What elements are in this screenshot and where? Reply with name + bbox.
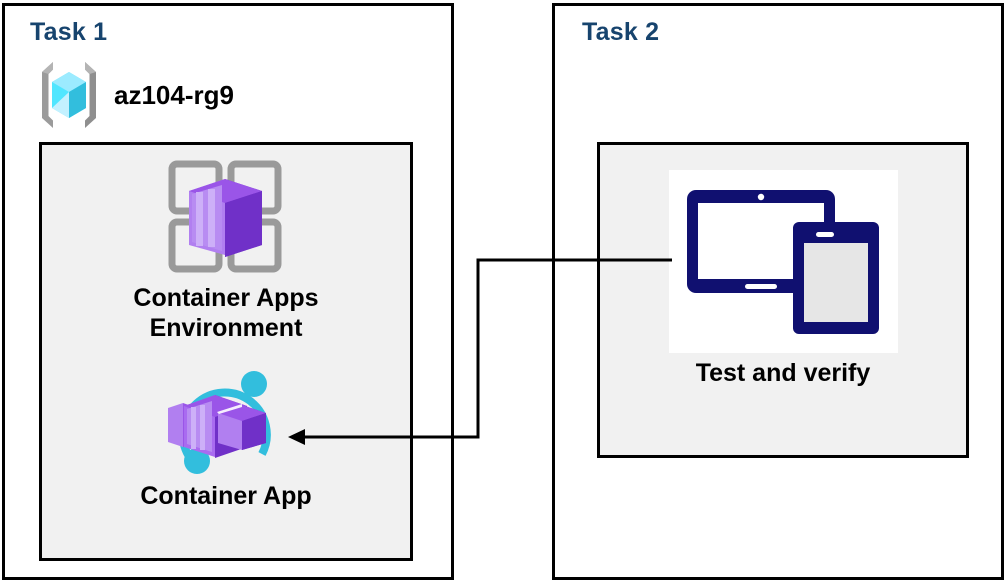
node-label-line1: Test and verify — [695, 359, 871, 387]
task-1-title: Task 1 — [30, 18, 108, 46]
task-2-title: Task 2 — [582, 18, 660, 46]
node-label-line1: Container Apps — [133, 284, 319, 312]
node-label-line2: Environment — [149, 313, 303, 342]
test-and-verify-devices-icon — [687, 189, 879, 334]
container-app-icon — [168, 371, 271, 474]
container-apps-environment-icon — [168, 160, 282, 273]
test-and-verify-icon-plate — [668, 170, 898, 353]
resource-group-row: az104-rg9 — [36, 58, 234, 132]
node-container-apps-environment: Container Apps Environment — [39, 150, 413, 343]
node-test-and-verify: Test and verify — [597, 162, 969, 389]
resource-group-label: az104-rg9 — [114, 79, 234, 110]
node-container-app: Container App — [39, 362, 413, 512]
resource-group-icon — [42, 62, 96, 128]
node-label-line1: Container App — [140, 482, 312, 510]
